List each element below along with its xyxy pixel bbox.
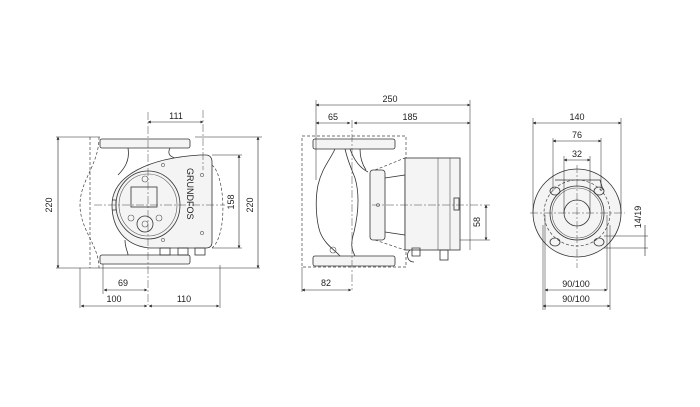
front-view: GRUNDFOS (79, 110, 225, 305)
bottom-flange (99, 254, 191, 265)
dim-185: 185 (402, 112, 417, 122)
outlet-flange (312, 255, 396, 267)
connector (159, 247, 171, 256)
flange-view (530, 165, 625, 268)
dim-90-100-outer: 90/100 (562, 294, 590, 304)
brand-label: GRUNDFOS (185, 168, 195, 220)
dim-100: 100 (106, 294, 121, 304)
inlet-flange (312, 138, 396, 150)
motor-housing (404, 157, 461, 251)
bolt-hole (549, 237, 561, 247)
dim-14-19: 14/19 (633, 206, 643, 229)
connector (177, 247, 189, 256)
dim-76: 76 (572, 130, 582, 140)
dim-69: 69 (118, 278, 128, 288)
display-screen (130, 186, 158, 208)
navigation-pad (136, 215, 154, 233)
dim-220-right: 220 (245, 197, 255, 212)
dim-250: 250 (382, 94, 397, 104)
front-view-dimensions: 111 220 220 158 69 100 110 (44, 111, 262, 308)
dim-82: 82 (321, 278, 331, 288)
bolt-hole (593, 237, 605, 247)
connector (194, 247, 206, 256)
dim-32: 32 (572, 149, 582, 159)
connector (439, 249, 449, 261)
dim-111: 111 (169, 111, 183, 121)
dim-140: 140 (569, 112, 584, 122)
dim-110: 110 (177, 294, 191, 304)
dim-158: 158 (226, 194, 236, 209)
control-box (111, 154, 213, 249)
bolt-hole (549, 186, 561, 196)
flange-view-dimensions: 140 76 32 14/19 90/100 90/100 (532, 112, 648, 310)
bolt-hole (593, 186, 605, 196)
side-view (301, 120, 490, 290)
home-button-icon (155, 214, 163, 222)
dim-58: 58 (472, 217, 482, 227)
side-view-dimensions: 250 65 185 58 82 (301, 94, 490, 292)
dim-220-left: 220 (44, 197, 54, 212)
dim-90-100-inner: 90/100 (562, 279, 590, 289)
top-flange (99, 138, 191, 149)
dim-65: 65 (328, 112, 338, 122)
back-button-icon (127, 214, 135, 222)
